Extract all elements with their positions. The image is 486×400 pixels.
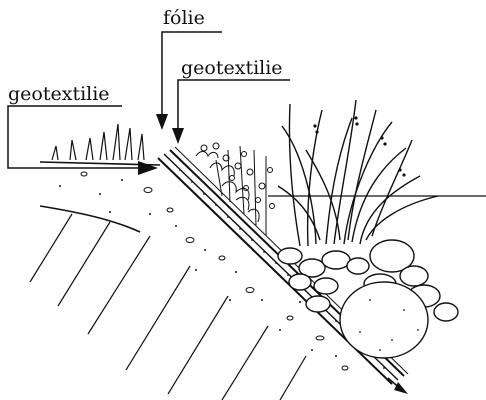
reed-leaves bbox=[278, 100, 438, 246]
liner-end-arrowhead bbox=[394, 382, 408, 394]
grass-tufts bbox=[52, 124, 144, 160]
reed-buds bbox=[313, 116, 405, 176]
label-geotextile-left: geotextilie bbox=[8, 83, 110, 105]
label-geotextile-upper: geotextilie bbox=[181, 57, 283, 79]
arrow-geotextile-upper bbox=[172, 128, 184, 144]
arrow-geotextile-left bbox=[138, 161, 158, 175]
label-foil: fólie bbox=[163, 7, 205, 29]
leader-geotextile-upper bbox=[178, 80, 290, 130]
arrow-foil bbox=[156, 114, 168, 130]
soil-dots bbox=[59, 179, 337, 357]
shrub-plants bbox=[196, 146, 266, 236]
